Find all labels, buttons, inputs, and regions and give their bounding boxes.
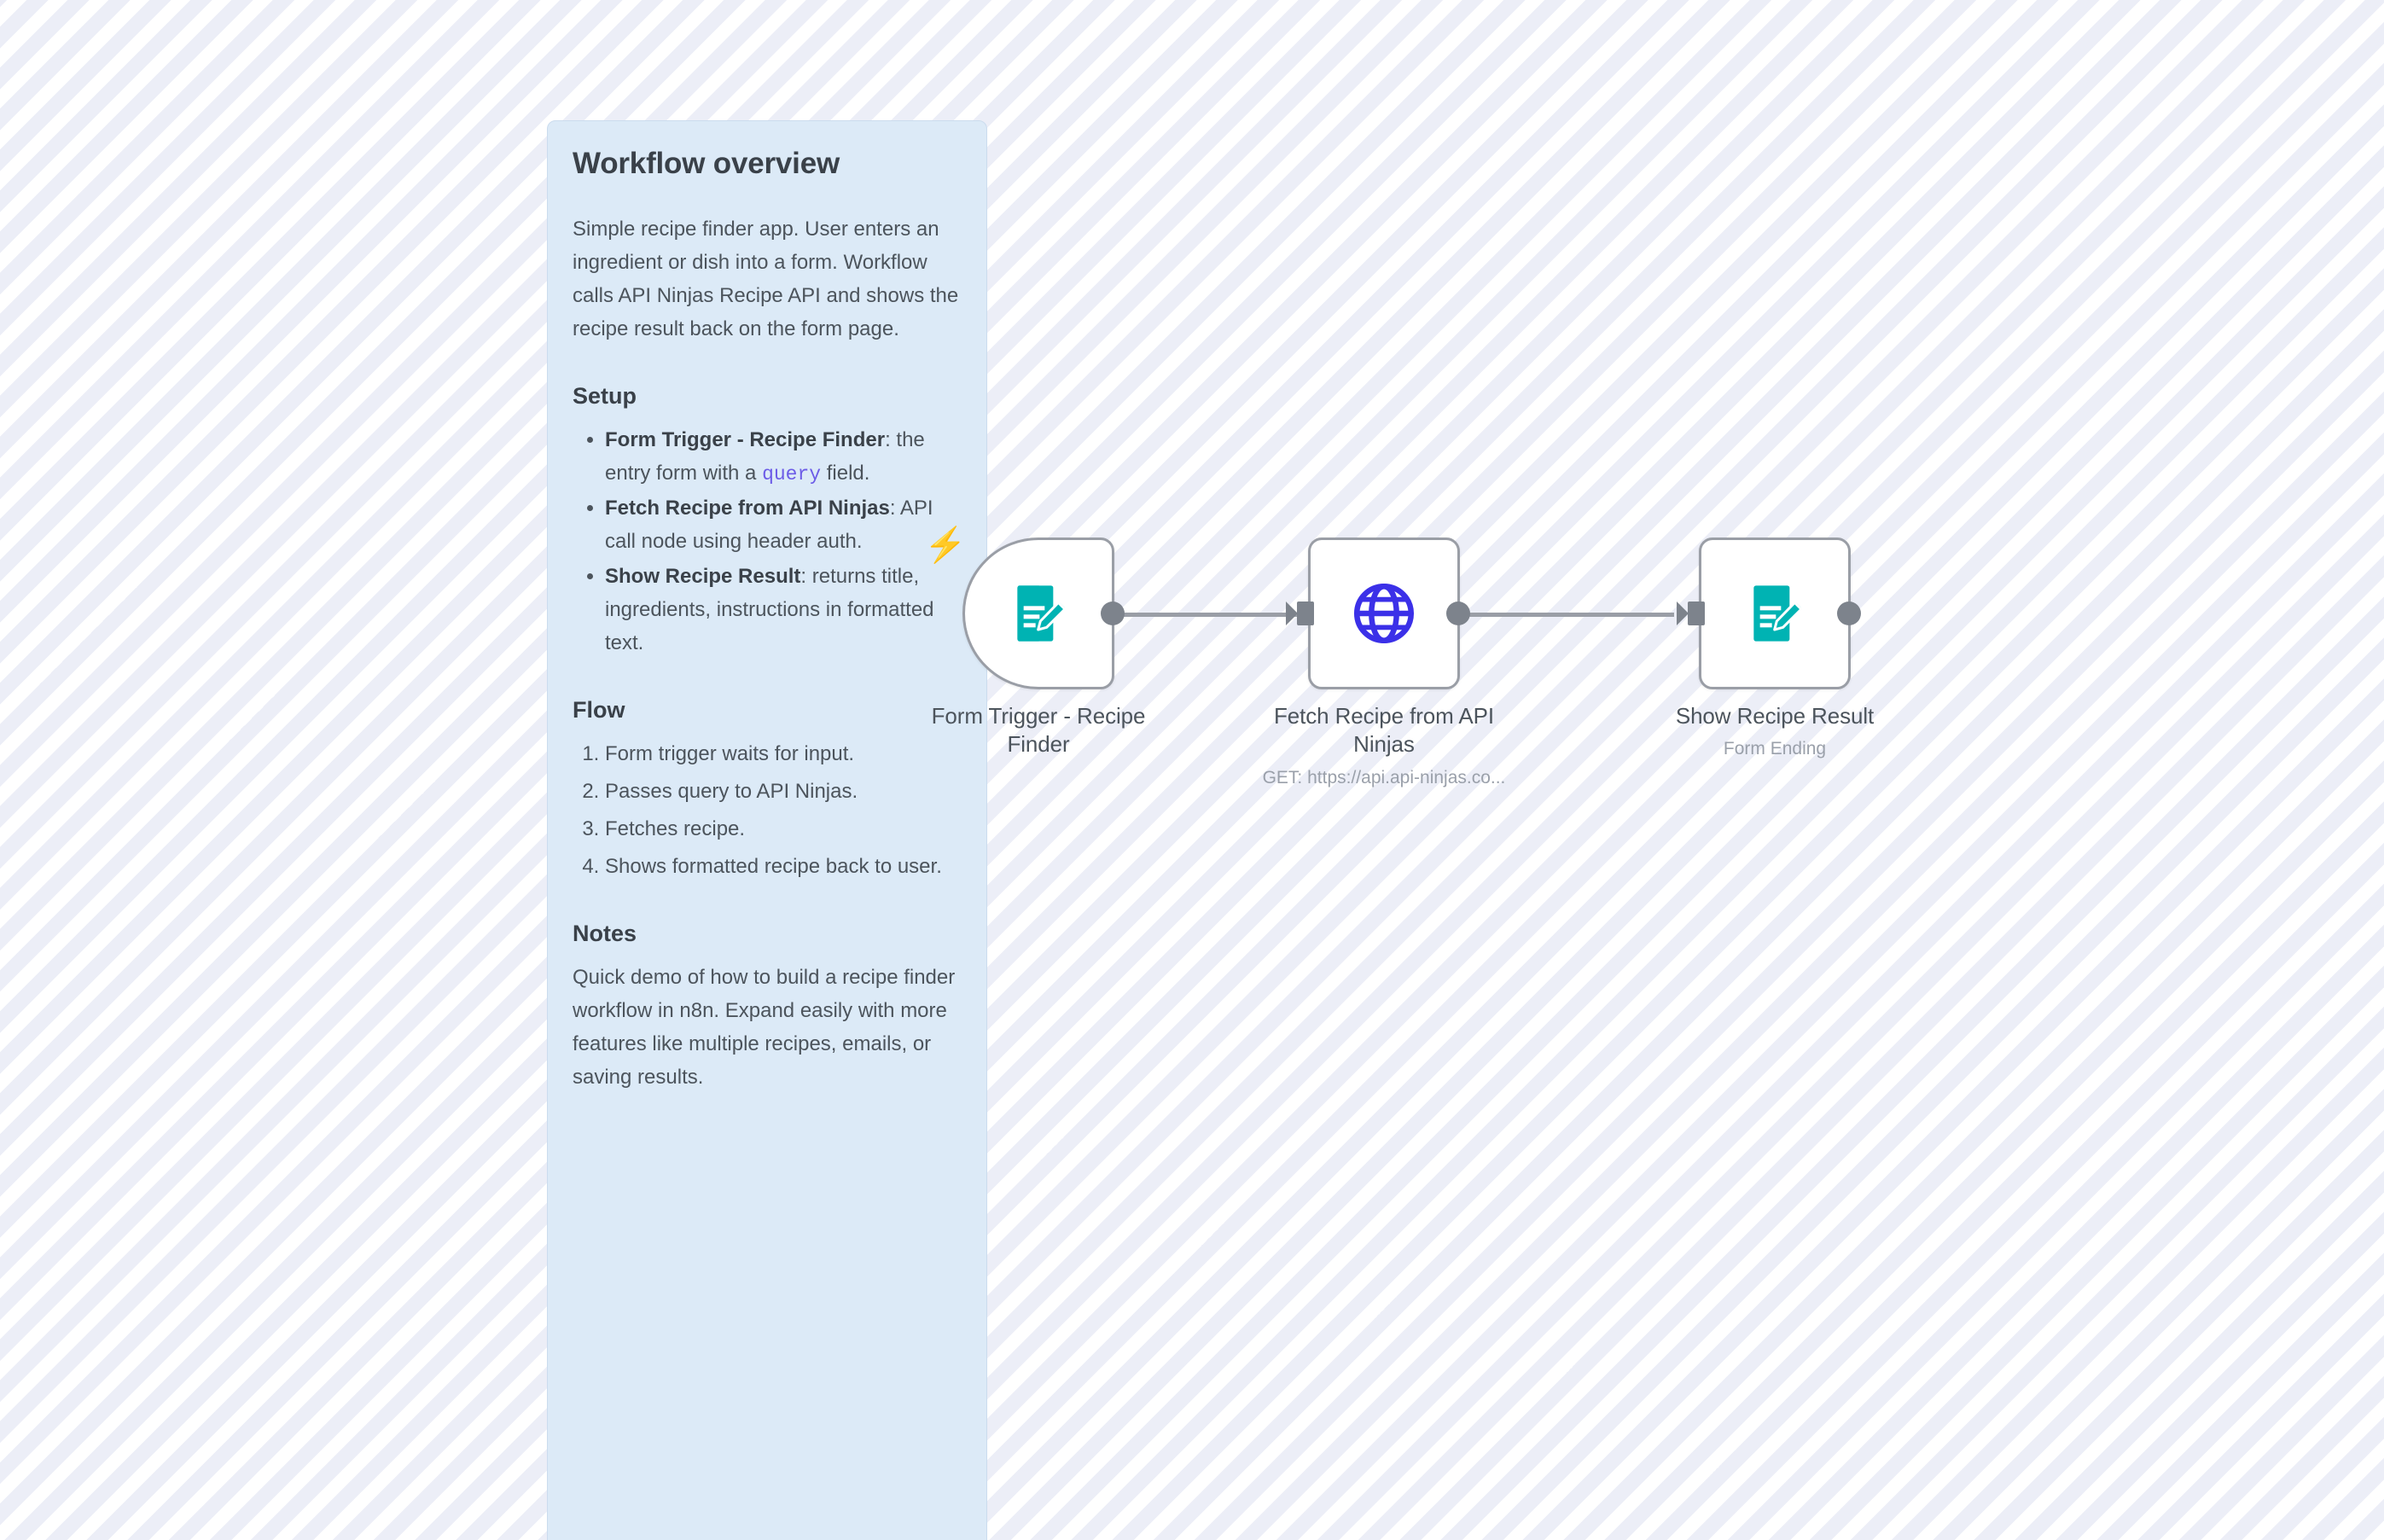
node-output-endpoint[interactable] [1837,601,1861,625]
sticky-note-notes-paragraph: Quick demo of how to build a recipe find… [573,965,956,1089]
setup-item-title: Show Recipe Result [605,565,801,589]
node-sublabel: Form Ending [1723,739,1827,759]
node-box[interactable] [1688,538,1861,689]
form-document-pencil-icon [1017,585,1068,642]
node-show-recipe-result[interactable]: Show Recipe Result Form Ending [1647,538,1903,761]
connection-fetch-to-show[interactable] [1461,613,1674,617]
setup-item-title: Fetch Recipe from API Ninjas [605,497,890,520]
list-item: Show Recipe Result: returns title, ingre… [605,561,962,660]
sticky-note-workflow-overview[interactable]: Workflow overview Simple recipe finder a… [547,120,987,1540]
node-input-endpoint[interactable] [1297,601,1314,625]
globe-icon [1353,583,1415,644]
list-item: Fetches recipe. [605,813,962,846]
node-box[interactable]: ⚡ [924,528,1125,689]
list-item: Fetch Recipe from API Ninjas: API call n… [605,492,962,559]
node-sublabel: GET: https://api.api-ninjas.co... [1262,767,1506,787]
setup-item-text-after: field. [821,462,870,485]
form-document-pencil-icon [1753,585,1805,642]
list-item: Shows formatted recipe back to user. [605,851,962,884]
list-item: Passes query to API Ninjas. [605,776,962,809]
node-output-endpoint[interactable] [1446,601,1470,625]
node-label: Show Recipe Result [1675,703,1875,729]
sticky-note-notes-heading: Notes [573,920,637,946]
node-input-endpoint[interactable] [1688,601,1705,625]
node-output-endpoint[interactable] [1101,601,1125,625]
query-code-token: query [762,463,822,486]
sticky-note-intro-paragraph: Simple recipe finder app. User enters an… [573,218,959,340]
node-box[interactable] [1297,538,1470,689]
node-fetch-recipe-from-api-ninjas[interactable]: Fetch Recipe from API Ninjas GET: https:… [1256,538,1512,789]
trigger-bolt-icon: ⚡ [924,526,967,564]
node-label: Form Trigger - Recipe Finder [931,703,1146,758]
sticky-note-setup-heading: Setup [573,382,637,409]
setup-item-text-before: : the entry form with a [605,428,925,485]
node-form-trigger-recipe-finder[interactable]: ⚡ Form Trigger - Recipe Finder [910,528,1166,766]
sticky-note-flow-heading: Flow [573,696,625,723]
setup-item-text-before: : API call node using header auth. [605,497,933,554]
list-item: Form trigger waits for input. [605,738,962,771]
node-label: Fetch Recipe from API Ninjas [1273,703,1494,758]
list-item: Form Trigger - Recipe Finder: the entry … [605,424,962,491]
sticky-note-setup-list: Form Trigger - Recipe Finder: the entry … [573,424,962,660]
sticky-note-title: Workflow overview [573,147,840,180]
setup-item-text-before: : returns title, ingredients, instructio… [605,565,934,654]
setup-item-title: Form Trigger - Recipe Finder [605,428,886,452]
connection-trigger-to-fetch[interactable] [1115,613,1299,617]
sticky-note-flow-list: Form trigger waits for input. Passes que… [573,738,962,884]
